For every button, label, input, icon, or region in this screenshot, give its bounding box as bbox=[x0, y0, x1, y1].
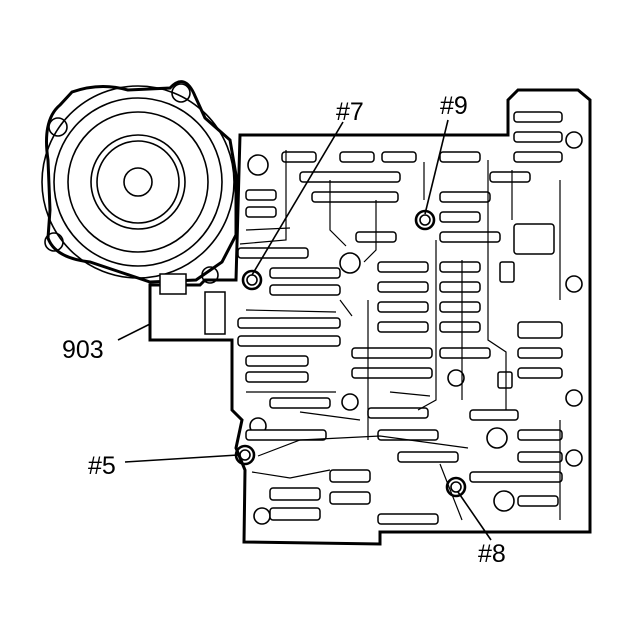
servo-housing bbox=[41, 80, 238, 284]
leader-903 bbox=[117, 323, 151, 341]
label-ball-5: #5 bbox=[88, 452, 116, 480]
fluid-channels-left bbox=[237, 189, 371, 521]
label-ball-9: #9 bbox=[440, 92, 468, 120]
bolt-holes bbox=[201, 131, 583, 525]
passage-walls bbox=[239, 150, 561, 521]
label-ball-7: #7 bbox=[336, 98, 364, 126]
leader-5 bbox=[124, 454, 239, 463]
label-903: 903 bbox=[62, 336, 104, 364]
fluid-channels-right bbox=[439, 111, 563, 507]
checkball-locations bbox=[234, 209, 467, 498]
servo-tabs bbox=[159, 273, 226, 335]
checkball-8 bbox=[445, 476, 467, 498]
leader-9 bbox=[424, 119, 449, 215]
leader-8 bbox=[457, 491, 492, 541]
leader-lines bbox=[117, 119, 492, 541]
leader-7 bbox=[251, 121, 344, 276]
label-ball-8: #8 bbox=[478, 540, 506, 568]
checkball-7 bbox=[241, 269, 263, 291]
